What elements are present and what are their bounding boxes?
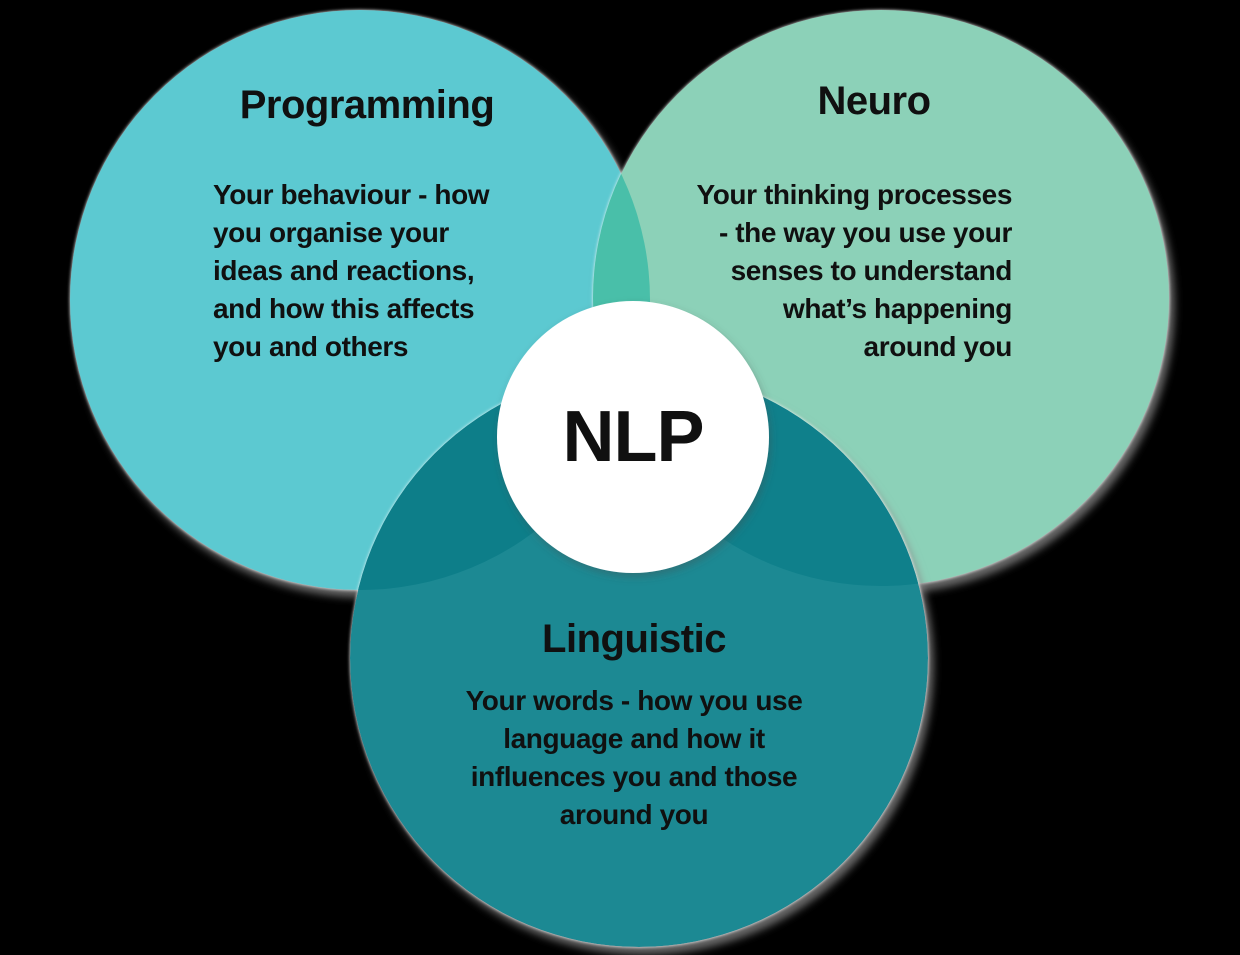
center-circle bbox=[497, 301, 769, 573]
programming-heading: Programming bbox=[239, 83, 495, 127]
linguistic-description: Your words - how you use language and ho… bbox=[465, 685, 803, 830]
programming-description: Your behaviour - how you organise your i… bbox=[213, 179, 490, 362]
linguistic-heading: Linguistic bbox=[542, 617, 726, 661]
neuro-description: Your thinking processes - the way you us… bbox=[696, 179, 1013, 362]
neuro-heading: Neuro bbox=[817, 79, 931, 123]
nlp-label: NLP bbox=[562, 397, 705, 477]
